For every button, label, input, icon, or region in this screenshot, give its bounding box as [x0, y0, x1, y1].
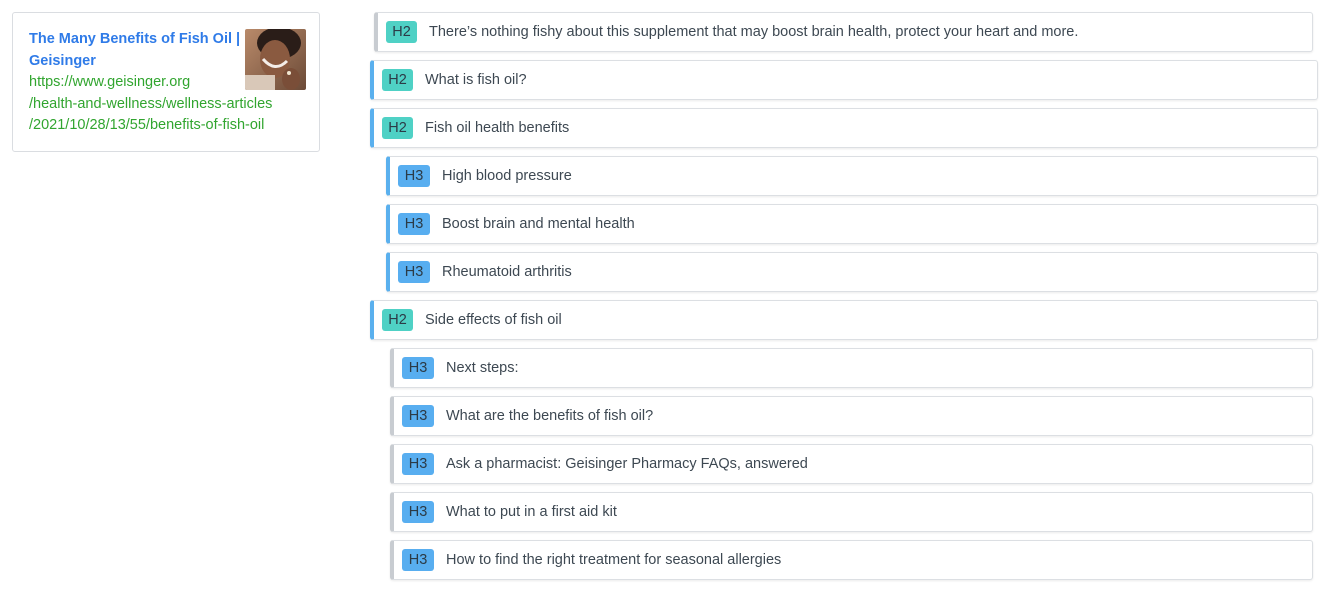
result-url-line: https://www.geisinger.org: [29, 74, 191, 90]
heading-text: How to find the right treatment for seas…: [446, 552, 782, 568]
outline-row-h3[interactable]: H3 Boost brain and mental health: [386, 204, 1318, 244]
result-title-line: The Many Benefits of Fish Oil |: [29, 31, 241, 47]
h3-tag: H3: [402, 357, 434, 379]
heading-text: Side effects of fish oil: [425, 312, 562, 328]
h2-tag: H2: [382, 309, 413, 331]
heading-text: What are the benefits of fish oil?: [446, 408, 654, 424]
outline-row-h2[interactable]: H2 There’s nothing fishy about this supp…: [374, 12, 1313, 52]
search-result-card: The Many Benefits of Fish Oil | Geisinge…: [12, 12, 320, 152]
outline-row-h3[interactable]: H3 Rheumatoid arthritis: [386, 252, 1318, 292]
h3-tag: H3: [402, 453, 434, 475]
heading-text: High blood pressure: [442, 168, 572, 184]
heading-text: Ask a pharmacist: Geisinger Pharmacy FAQ…: [446, 456, 808, 472]
h3-tag: H3: [402, 501, 434, 523]
outline-row-h3[interactable]: H3 Next steps:: [390, 348, 1313, 388]
h2-tag: H2: [382, 117, 413, 139]
heading-text: Rheumatoid arthritis: [442, 264, 572, 280]
result-url-line: /2021/10/28/13/55/benefits-of-fish-oil: [29, 117, 265, 133]
h2-tag: H2: [382, 69, 413, 91]
heading-text: Next steps:: [446, 360, 519, 376]
h3-tag: H3: [398, 261, 430, 283]
h3-tag: H3: [398, 165, 430, 187]
h3-tag: H3: [402, 405, 434, 427]
outline-row-h3[interactable]: H3 High blood pressure: [386, 156, 1318, 196]
outline-row-h2[interactable]: H2 Side effects of fish oil: [370, 300, 1318, 340]
outline-row-h2[interactable]: H2 Fish oil health benefits: [370, 108, 1318, 148]
heading-text: There’s nothing fishy about this supplem…: [429, 24, 1079, 40]
outline-row-h3[interactable]: H3 What to put in a first aid kit: [390, 492, 1313, 532]
result-url-line: /health-and-wellness/wellness-articles: [29, 95, 273, 112]
h2-tag: H2: [386, 21, 417, 43]
result-title-link[interactable]: The Many Benefits of Fish Oil | Geisinge…: [29, 28, 243, 72]
result-title-line: Geisinger: [29, 53, 96, 69]
outline-row-h2[interactable]: H2 What is fish oil?: [370, 60, 1318, 100]
heading-text: Fish oil health benefits: [425, 120, 570, 136]
heading-text: Boost brain and mental health: [442, 216, 635, 232]
heading-text: What is fish oil?: [425, 72, 527, 88]
result-thumbnail-image: [245, 29, 306, 90]
h3-tag: H3: [402, 549, 434, 571]
outline-row-h3[interactable]: H3 What are the benefits of fish oil?: [390, 396, 1313, 436]
heading-text: What to put in a first aid kit: [446, 504, 617, 520]
outline-row-h3[interactable]: H3 Ask a pharmacist: Geisinger Pharmacy …: [390, 444, 1313, 484]
result-url[interactable]: https://www.geisinger.org /health-and-we…: [29, 72, 305, 137]
outline-row-h3[interactable]: H3 How to find the right treatment for s…: [390, 540, 1313, 580]
h3-tag: H3: [398, 213, 430, 235]
